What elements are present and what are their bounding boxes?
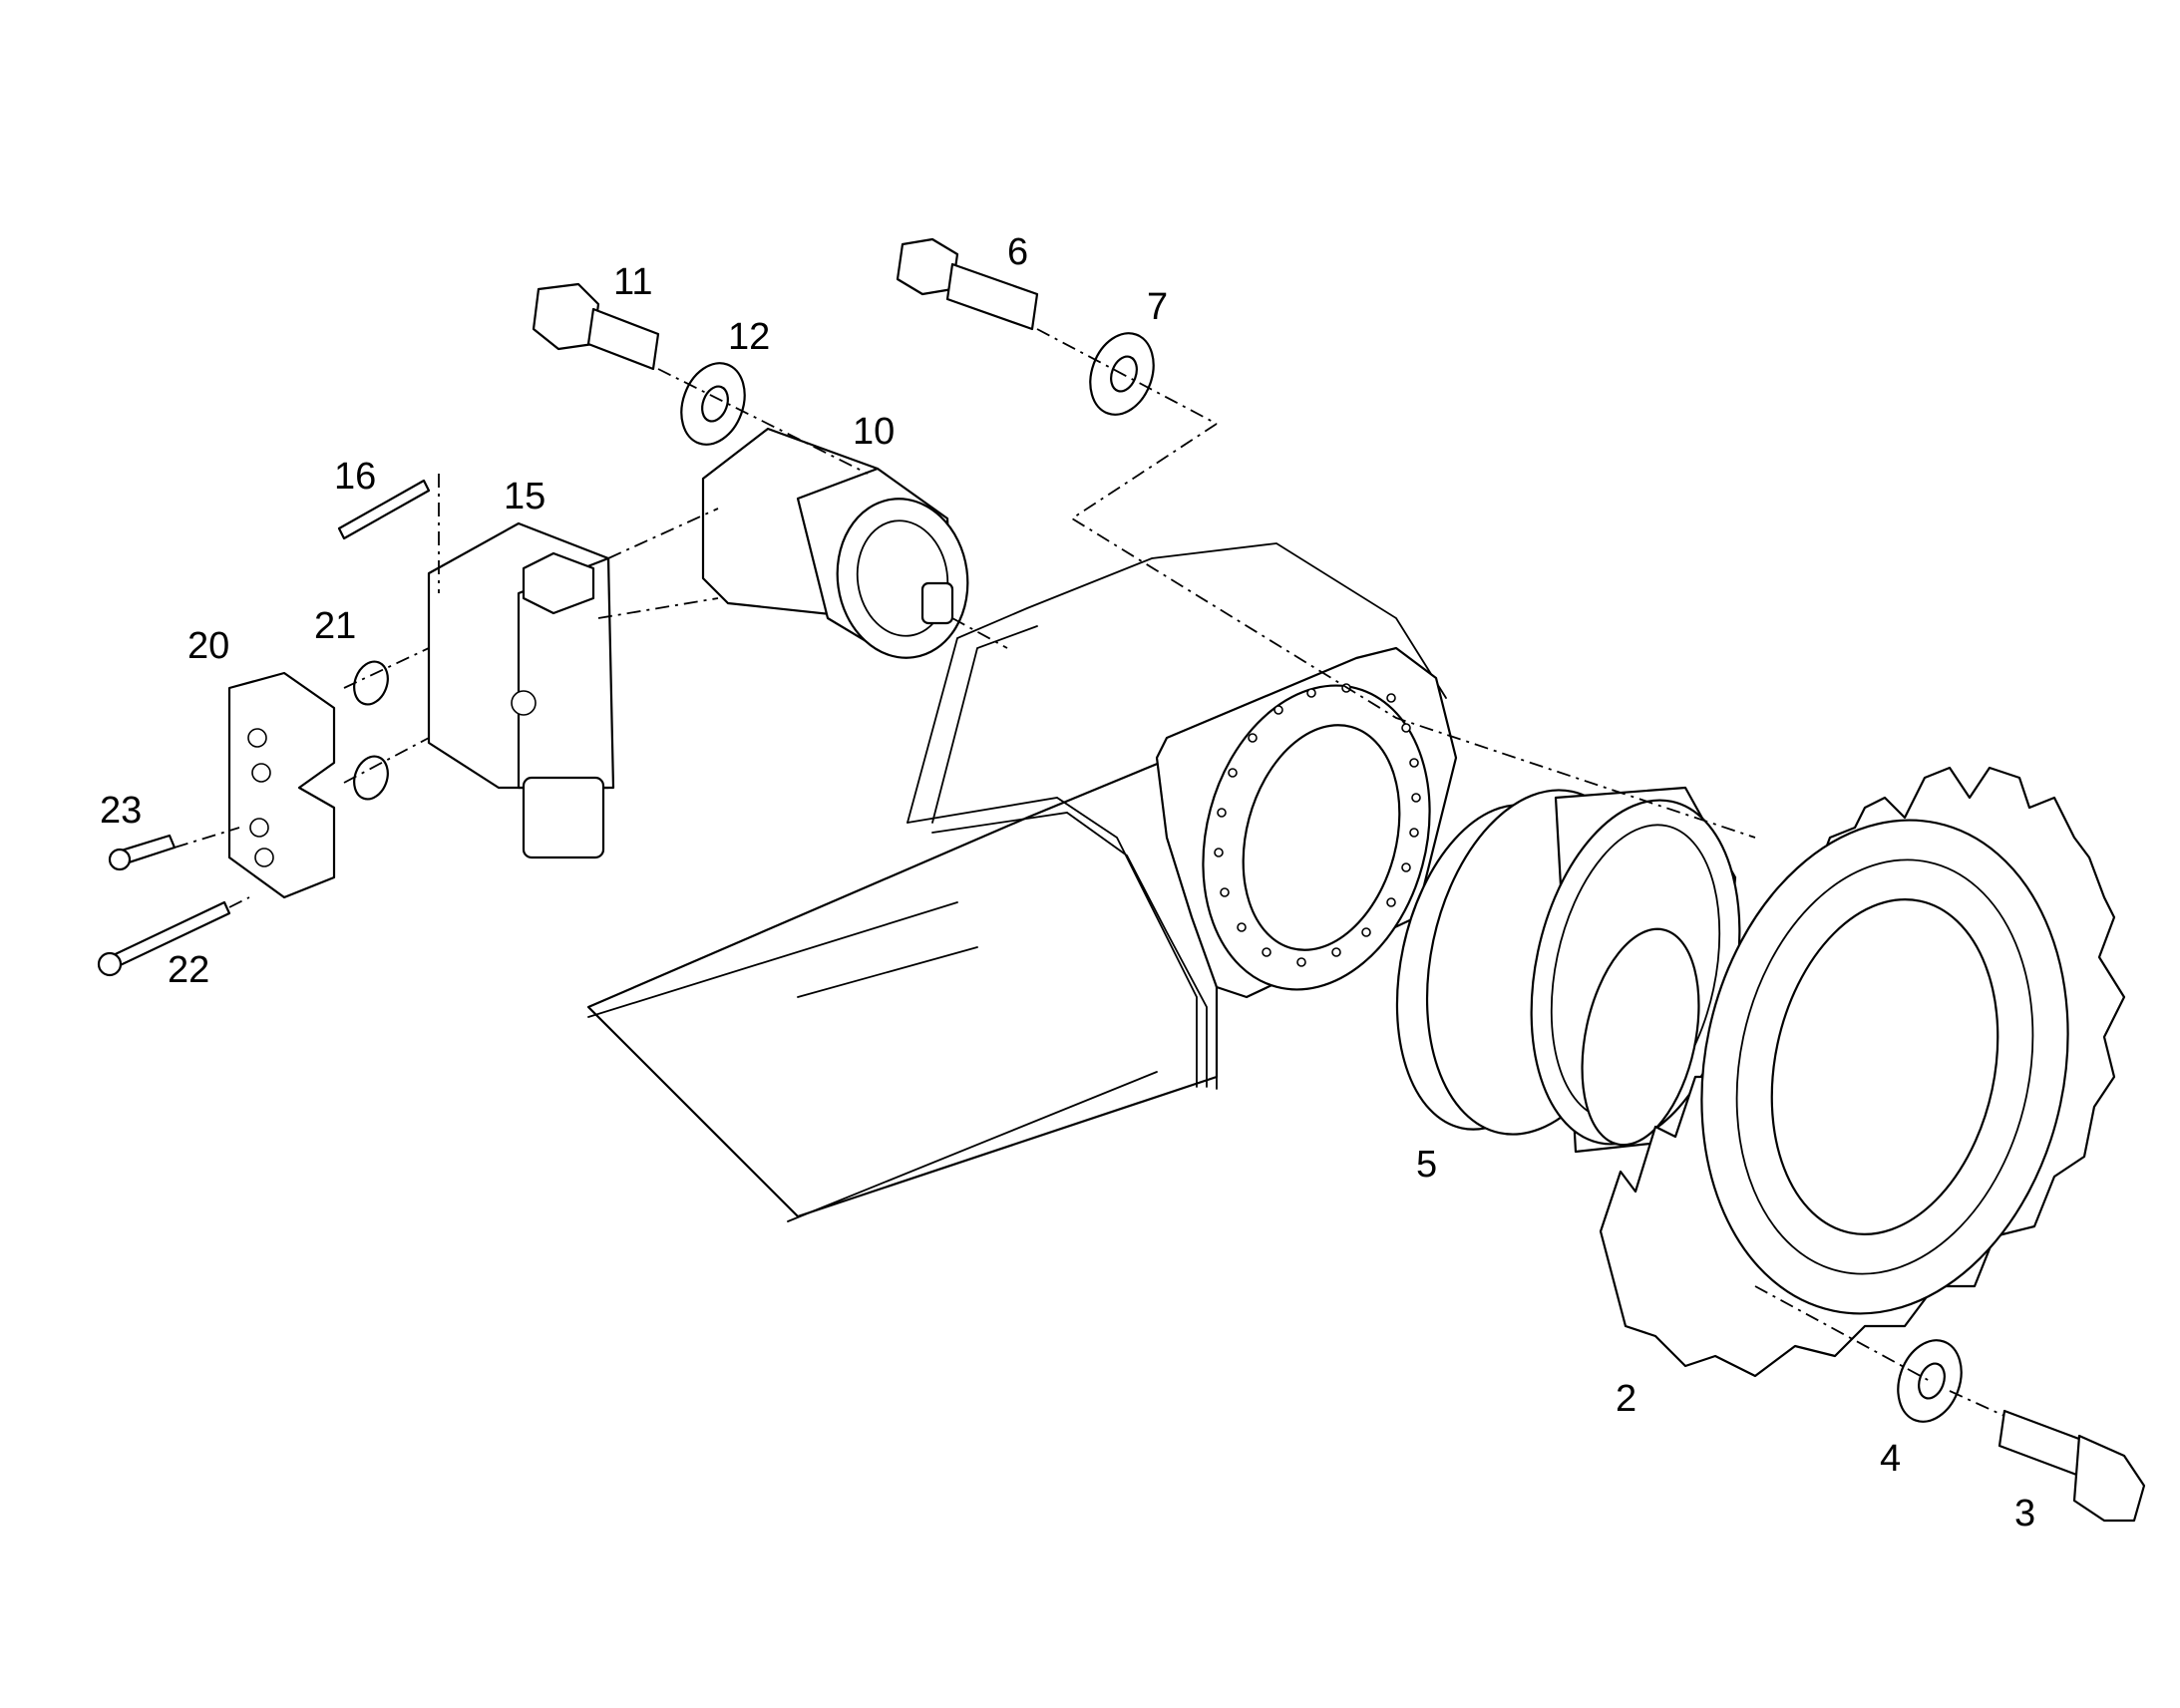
frame-bolt-circle — [1214, 683, 1421, 967]
track-frame — [586, 542, 1458, 1222]
callout-15: 15 — [504, 476, 545, 517]
callout-10: 10 — [853, 411, 895, 453]
callout-4: 4 — [1880, 1438, 1901, 1480]
callout-23: 23 — [100, 790, 142, 832]
screw-23 — [108, 834, 177, 871]
screw-16 — [337, 479, 431, 540]
callout-7: 7 — [1147, 286, 1168, 328]
o-rings-21 — [353, 660, 389, 801]
valve-block — [427, 521, 615, 859]
callout-22: 22 — [168, 949, 209, 991]
callout-6: 6 — [1007, 231, 1028, 273]
callout-20: 20 — [187, 625, 229, 667]
sprocket — [1599, 766, 2126, 1378]
plate-20 — [227, 671, 336, 899]
callouts: 2 3 4 5 6 7 10 11 12 15 16 20 21 22 23 — [100, 231, 2035, 1535]
washer-4 — [1897, 1339, 1963, 1423]
bolt-6 — [896, 237, 1039, 331]
washer-12 — [680, 362, 746, 446]
bolt-11 — [532, 282, 660, 371]
callout-21: 21 — [314, 605, 356, 647]
assembly-lines — [174, 328, 2005, 1417]
callout-11: 11 — [613, 261, 652, 303]
callout-3: 3 — [2014, 1493, 2035, 1535]
hydraulic-motor — [701, 427, 969, 659]
callout-16: 16 — [334, 456, 376, 498]
screw-22 — [97, 900, 231, 977]
bolt-3 — [1998, 1409, 2146, 1523]
callout-2: 2 — [1616, 1378, 1636, 1420]
final-drive — [1395, 786, 1741, 1154]
callout-5: 5 — [1416, 1144, 1437, 1186]
callout-12: 12 — [728, 316, 770, 358]
